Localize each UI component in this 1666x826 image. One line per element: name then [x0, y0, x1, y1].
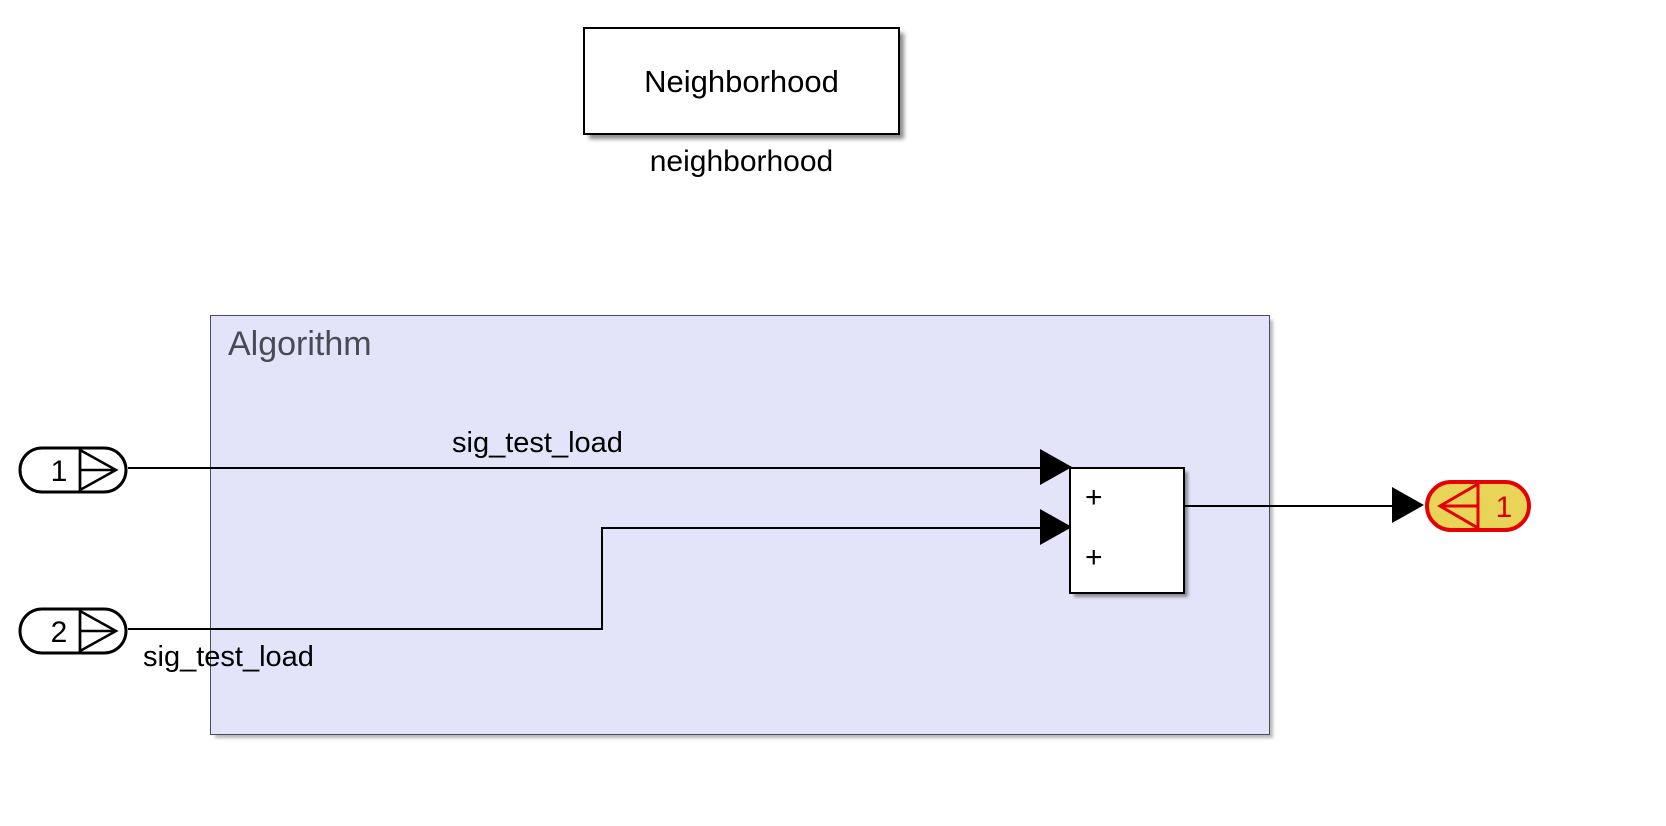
inport-2-number: 2 — [51, 616, 68, 649]
wire-inport2-segment-horizontal-lower — [128, 628, 603, 630]
arrowhead-outport — [1392, 487, 1424, 523]
inport-block-1[interactable]: 1 — [18, 444, 128, 494]
wire-inport1-to-sum — [128, 467, 1045, 469]
inport-block-2[interactable]: 2 — [18, 605, 128, 655]
signal-label-top[interactable]: sig_test_load — [452, 427, 623, 459]
arrowhead-sum-input-1 — [1040, 449, 1072, 485]
sum-block[interactable]: + + — [1069, 467, 1185, 594]
neighborhood-block-caption: neighborhood — [649, 145, 834, 178]
wire-inport2-segment-horizontal-upper — [601, 527, 1045, 529]
inport-1-number: 1 — [51, 455, 68, 488]
neighborhood-block[interactable]: Neighborhood — [583, 27, 900, 135]
neighborhood-block-label: Neighborhood — [644, 63, 839, 99]
algorithm-subsystem-title: Algorithm — [228, 325, 372, 363]
inport-1-body — [18, 446, 128, 494]
wire-inport2-segment-vertical — [601, 527, 603, 630]
sum-block-sign-1: + — [1085, 481, 1103, 514]
wire-sum-to-outport — [1185, 505, 1395, 507]
sum-block-sign-2: + — [1085, 541, 1103, 574]
outport-block-1[interactable]: 1 — [1420, 476, 1540, 538]
arrowhead-sum-input-2 — [1040, 509, 1072, 545]
signal-label-bottom[interactable]: sig_test_load — [143, 641, 314, 673]
outport-1-number: 1 — [1496, 491, 1513, 524]
inport-2-body — [18, 607, 128, 655]
